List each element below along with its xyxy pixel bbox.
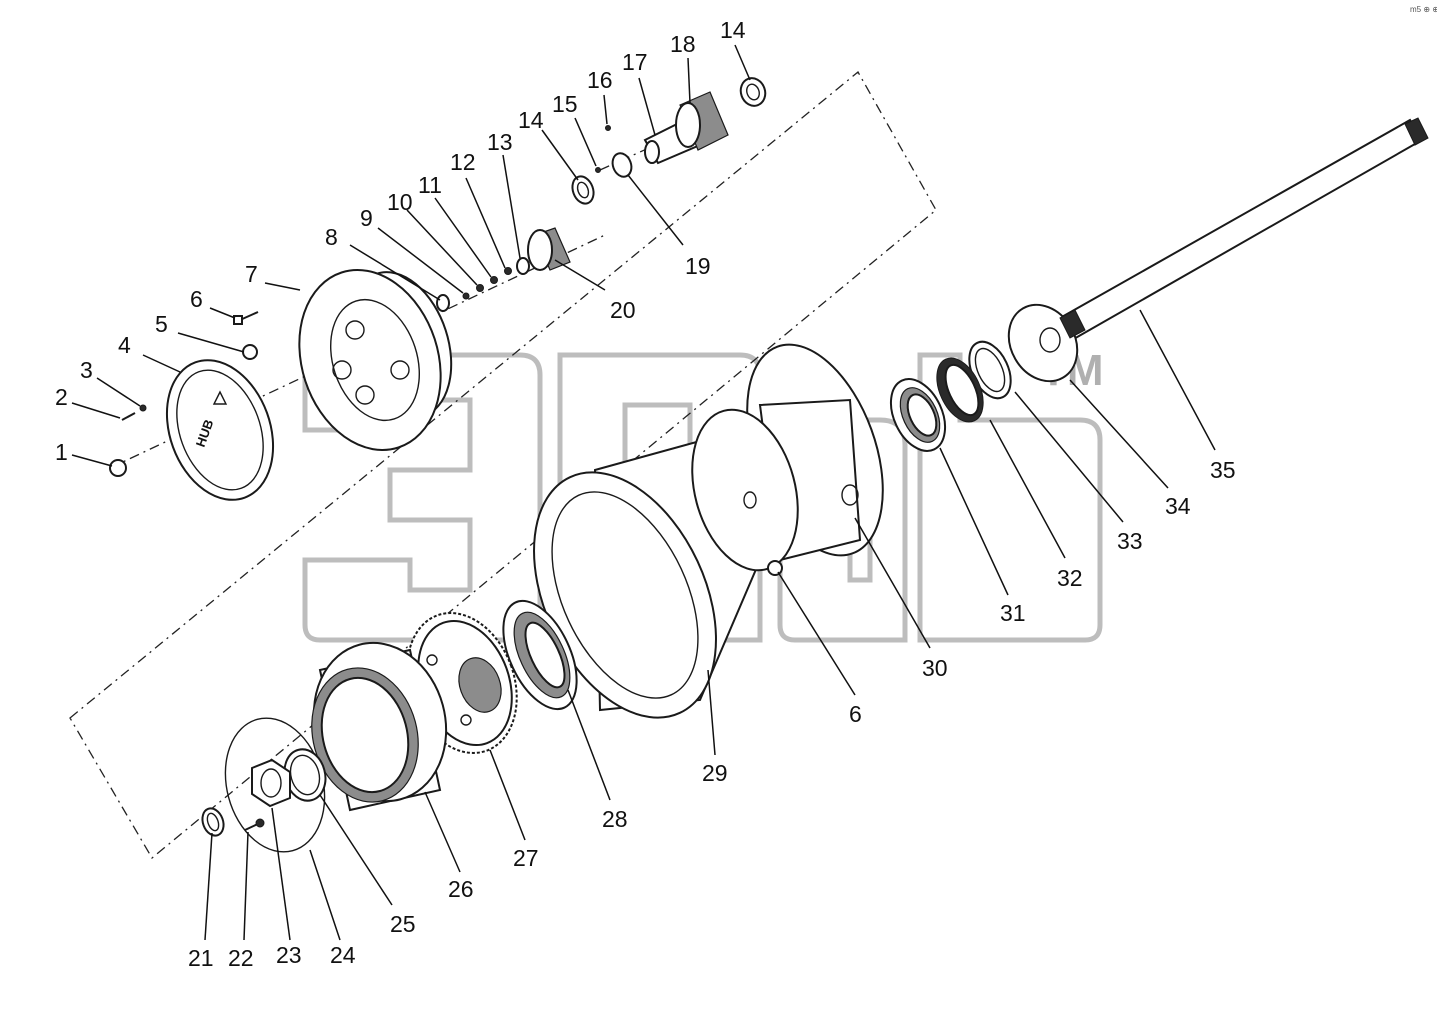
callout-23: 23	[276, 942, 302, 968]
planet-carrier-7	[298, 269, 453, 451]
callout-labels: 1 2 3 4 5 6 7 8 9 10 11 12 13 14 15 16 1…	[55, 17, 1236, 971]
callout-20: 20	[610, 297, 636, 323]
callout-35: 35	[1210, 457, 1236, 483]
pinion-gear-18	[675, 91, 729, 151]
spring-10	[476, 284, 484, 292]
bolt-6	[233, 311, 259, 325]
callout-5: 5	[155, 311, 168, 337]
callout-17: 17	[622, 49, 648, 75]
callout-32: 32	[1057, 565, 1083, 591]
nut-23	[251, 758, 291, 808]
hub-cover-4: HUB	[165, 359, 275, 501]
planet-gear-20	[527, 227, 571, 271]
pin-16	[605, 125, 611, 131]
callout-28: 28	[602, 806, 628, 832]
assembly-outline	[69, 71, 937, 859]
seal-32	[936, 357, 984, 423]
callout-34: 34	[1165, 493, 1191, 519]
callout-16: 16	[587, 67, 613, 93]
thrust-washer-14b	[739, 77, 767, 107]
callout-18: 18	[670, 31, 696, 57]
callout-25: 25	[390, 911, 416, 937]
callout-31: 31	[1000, 600, 1026, 626]
callout-6b: 6	[849, 701, 862, 727]
callout-9: 9	[360, 205, 373, 231]
screw-2	[121, 412, 136, 421]
callout-14b: 14	[720, 17, 746, 43]
callout-14a: 14	[518, 107, 544, 133]
callout-33: 33	[1117, 528, 1143, 554]
plug-1	[109, 459, 127, 477]
callout-22: 22	[228, 945, 254, 971]
leader-lines	[71, 44, 1216, 941]
callout-30: 30	[922, 655, 948, 681]
plug-5	[242, 344, 258, 360]
callout-8: 8	[325, 224, 338, 250]
washer-8	[436, 294, 450, 312]
callout-24: 24	[330, 942, 356, 968]
callout-29: 29	[702, 760, 728, 786]
spacer-12	[504, 267, 512, 275]
callout-4: 4	[118, 332, 131, 358]
thrust-washer-14a	[571, 175, 595, 205]
callout-11: 11	[418, 172, 442, 198]
pin-9	[462, 292, 470, 300]
callout-26: 26	[448, 876, 474, 902]
bearing-31	[889, 378, 947, 452]
bearing-28	[502, 599, 578, 711]
callout-21: 21	[188, 945, 214, 971]
callout-6a: 6	[190, 286, 203, 312]
callout-13: 13	[487, 129, 513, 155]
washer-3	[139, 404, 147, 412]
callout-15: 15	[552, 91, 578, 117]
snap-ring-19	[611, 152, 633, 178]
bolt-22	[244, 818, 265, 831]
callout-7: 7	[245, 261, 258, 287]
callout-12: 12	[450, 149, 476, 175]
callout-27: 27	[513, 845, 539, 871]
callout-2: 2	[55, 384, 68, 410]
wheel-hub-29	[533, 408, 799, 719]
key-15	[595, 167, 601, 173]
ball-11	[490, 276, 498, 284]
axle-shaft	[1007, 117, 1429, 383]
callout-1: 1	[55, 439, 68, 465]
corner-mark: m5 ⊕ ⊕	[1410, 5, 1437, 14]
ring-13	[516, 257, 530, 275]
callout-3: 3	[80, 357, 93, 383]
callout-10: 10	[387, 189, 413, 215]
washer-21	[201, 807, 225, 837]
callout-19: 19	[685, 253, 711, 279]
ring-gear-26	[311, 641, 448, 812]
